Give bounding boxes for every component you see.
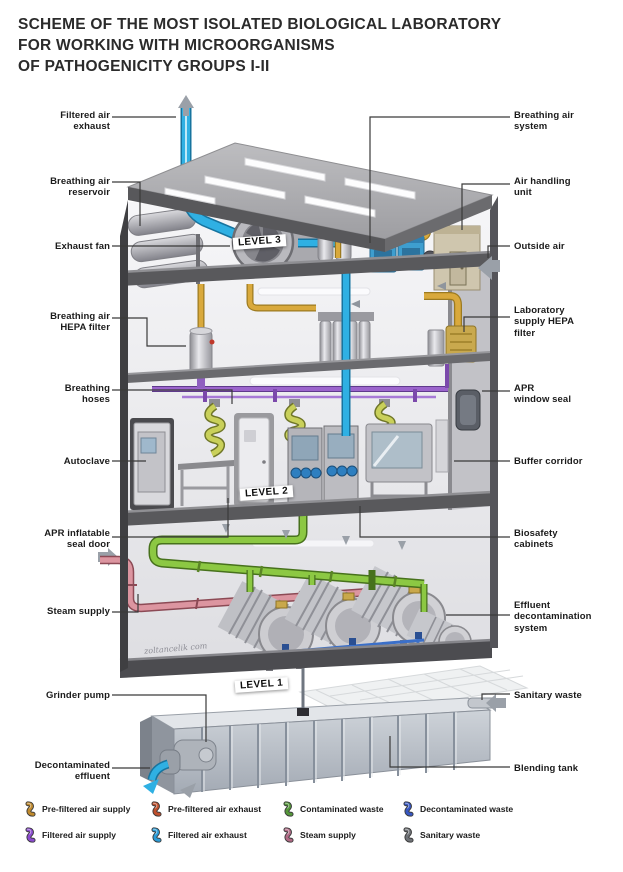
callout-blending-tank: Blending tank	[514, 763, 579, 774]
legend-item-filtered-air-exhaust: Filtered air exhaust	[150, 827, 282, 843]
left-wall	[120, 200, 128, 672]
callout-autoclave: Autoclave	[63, 456, 110, 467]
roof-light-slats	[164, 157, 416, 218]
callout-steam-supply: Steam supply	[47, 606, 110, 617]
legend-label: Sanitary waste	[420, 830, 481, 840]
leader-lines	[112, 116, 510, 769]
corridor-wall	[448, 268, 452, 510]
outside-air-arrow-icon	[478, 256, 500, 280]
legend-label: Filtered air exhaust	[168, 830, 247, 840]
legend-item-filtered-air-supply: Filtered air supply	[24, 827, 150, 843]
floor-slabs	[119, 250, 493, 678]
callout-biosafety-cabinets: Biosafety cabinets	[514, 528, 558, 551]
ceiling-light	[249, 376, 401, 386]
callout-apr-window-seal: APR window seal	[514, 383, 572, 406]
pipe-elbow-icon	[25, 827, 36, 843]
callout-breathing-hoses: Breathing hoses	[64, 383, 110, 406]
grinder-pump	[143, 739, 217, 798]
legend-label: Pre-filtered air supply	[42, 804, 131, 814]
callout-breathing-air-system: Breathing air system	[514, 110, 574, 133]
legend-item-pre-filtered-air-supply: Pre-filtered air supply	[24, 801, 150, 817]
callout-breathing-air-hepa-filter: Breathing air HEPA filter	[50, 311, 110, 334]
callout-decontaminated-effluent: Decontaminated effluent	[34, 760, 110, 783]
breathing-air-hepa-filter	[189, 327, 215, 388]
building	[98, 95, 500, 678]
pipe-elbow-icon	[25, 801, 36, 817]
callout-grinder-pump: Grinder pump	[45, 690, 110, 701]
legend-label: Filtered air supply	[42, 830, 117, 840]
callout-effluent-decontamination-system: Effluent decontamination system	[514, 600, 592, 634]
level2-room	[130, 386, 449, 512]
legend-label: Steam supply	[300, 830, 356, 840]
callout-laboratory-supply-hepa-filter: Laboratory supply HEPA filter	[514, 305, 575, 339]
blending-tank	[140, 668, 506, 798]
callout-filtered-air-exhaust: Filtered air exhaust	[60, 110, 110, 133]
drain-collar	[297, 708, 309, 716]
page-title: SCHEME OF THE MOST ISOLATED BIOLOGICAL L…	[18, 16, 502, 75]
class3-cabinet	[365, 423, 433, 510]
callout-sanitary-waste: Sanitary waste	[514, 690, 582, 701]
legend-item-pre-filtered-air-exhaust: Pre-filtered air exhaust	[150, 801, 282, 817]
contaminated-waste-pipe	[150, 514, 425, 587]
roof	[126, 142, 494, 252]
legend-item-steam-supply: Steam supply	[282, 827, 402, 843]
legend-label: Decontaminated waste	[420, 804, 514, 814]
pipe-elbow-icon	[403, 827, 414, 843]
legend-item-sanitary-waste: Sanitary waste	[402, 827, 608, 843]
legend-item-contaminated-waste: Contaminated waste	[282, 801, 402, 817]
exhaust-outflow-arrow-icon	[178, 95, 194, 116]
effluent-decontamination-tanks	[217, 565, 472, 671]
effluent-outflow-arrow-icon	[143, 779, 159, 794]
apr-inflatable-seal-door	[234, 413, 274, 507]
callout-buffer-corridor: Buffer corridor	[514, 456, 583, 467]
sanitary-inflow-arrow-icon	[486, 694, 506, 712]
callout-air-handling-unit: Air handling unit	[514, 176, 571, 199]
pipe-elbow-icon	[151, 801, 162, 817]
legend-label: Contaminated waste	[300, 804, 384, 814]
legend-label: Pre-filtered air exhaust	[168, 804, 262, 814]
gray-outflow-arrow-icon	[180, 783, 196, 798]
ceiling-light	[257, 287, 371, 296]
decontaminated-effluent-pipe	[149, 761, 169, 781]
pipe-elbow-icon	[151, 827, 162, 843]
callout-apr-inflatable-seal-door: APR inflatable seal door	[44, 528, 110, 551]
pipe-elbow-icon	[283, 827, 294, 843]
biosafety-cabinets	[287, 425, 359, 512]
right-wall	[490, 196, 498, 648]
legend-item-decontaminated-waste: Decontaminated waste	[402, 801, 608, 817]
legend: Pre-filtered air supply Pre-filtered air…	[24, 801, 608, 843]
pipe-elbow-icon	[403, 801, 414, 817]
callout-exhaust-fan: Exhaust fan	[55, 241, 110, 252]
hose-coupling	[209, 399, 220, 407]
wall-cabinet	[435, 419, 449, 473]
lab-bench	[178, 460, 234, 506]
callout-breathing-air-reservoir: Breathing air reservoir	[50, 176, 110, 199]
callout-outside-air: Outside air	[514, 241, 565, 252]
level1-room	[98, 514, 472, 671]
pipe-elbow-icon	[283, 801, 294, 817]
autoclave	[130, 418, 174, 510]
